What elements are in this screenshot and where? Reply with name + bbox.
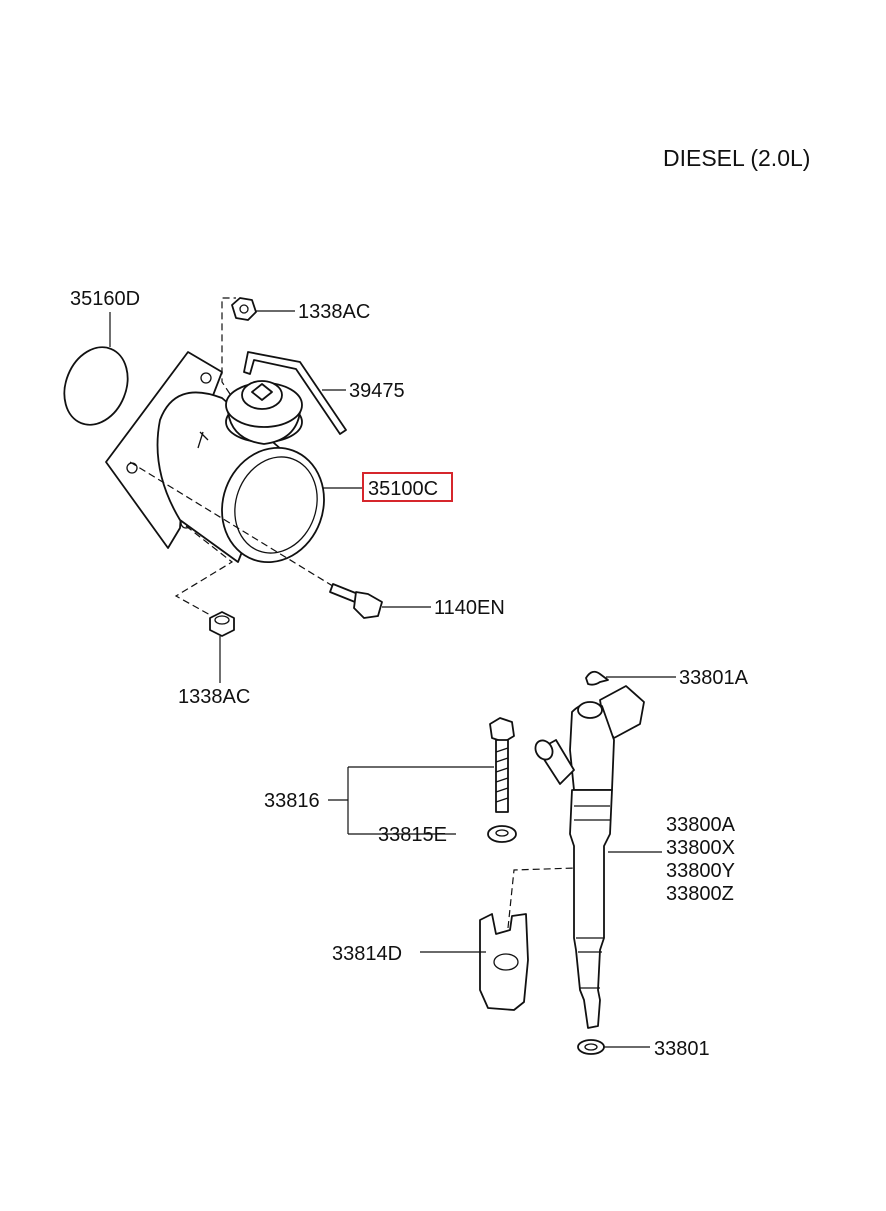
washer-33801 — [577, 1039, 650, 1055]
o-ring-35160d — [63, 312, 129, 426]
bracket-leaders-33816 — [328, 766, 494, 835]
label-33814d[interactable]: 33814D — [332, 943, 402, 965]
label-33800y[interactable]: 33800Y — [666, 860, 735, 882]
label-33800a[interactable]: 33800A — [666, 814, 736, 836]
diagram-title: DIESEL (2.0L) — [663, 145, 810, 171]
tube-39475 — [243, 351, 347, 435]
injector-33800[interactable] — [532, 685, 662, 1029]
highlight-box-35100c — [362, 472, 453, 502]
label-1338ac-top[interactable]: 1338AC — [298, 301, 370, 323]
nut-1338ac-top — [221, 297, 295, 395]
label-33816[interactable]: 33816 — [264, 790, 320, 812]
throttle-body-35100c[interactable] — [105, 351, 363, 577]
label-35100c[interactable]: 35100C — [368, 478, 438, 500]
label-39475[interactable]: 39475 — [349, 380, 405, 402]
label-1338ac-bottom[interactable]: 1338AC — [178, 686, 250, 708]
washer-33815e — [487, 825, 517, 843]
label-33800z[interactable]: 33800Z — [666, 883, 734, 905]
clamp-33814d — [420, 867, 577, 1011]
label-33800x[interactable]: 33800X — [666, 837, 735, 859]
label-1140en[interactable]: 1140EN — [434, 597, 505, 619]
nut-1338ac-bottom — [174, 525, 235, 683]
bolt-33816 — [489, 717, 515, 813]
label-33801[interactable]: 33801 — [654, 1038, 710, 1060]
clip-33801a — [585, 670, 676, 686]
label-33801a[interactable]: 33801A — [679, 667, 749, 689]
bolt-1140en — [129, 461, 431, 619]
label-33815e[interactable]: 33815E — [378, 824, 447, 846]
label-35160d[interactable]: 35160D — [70, 288, 140, 310]
